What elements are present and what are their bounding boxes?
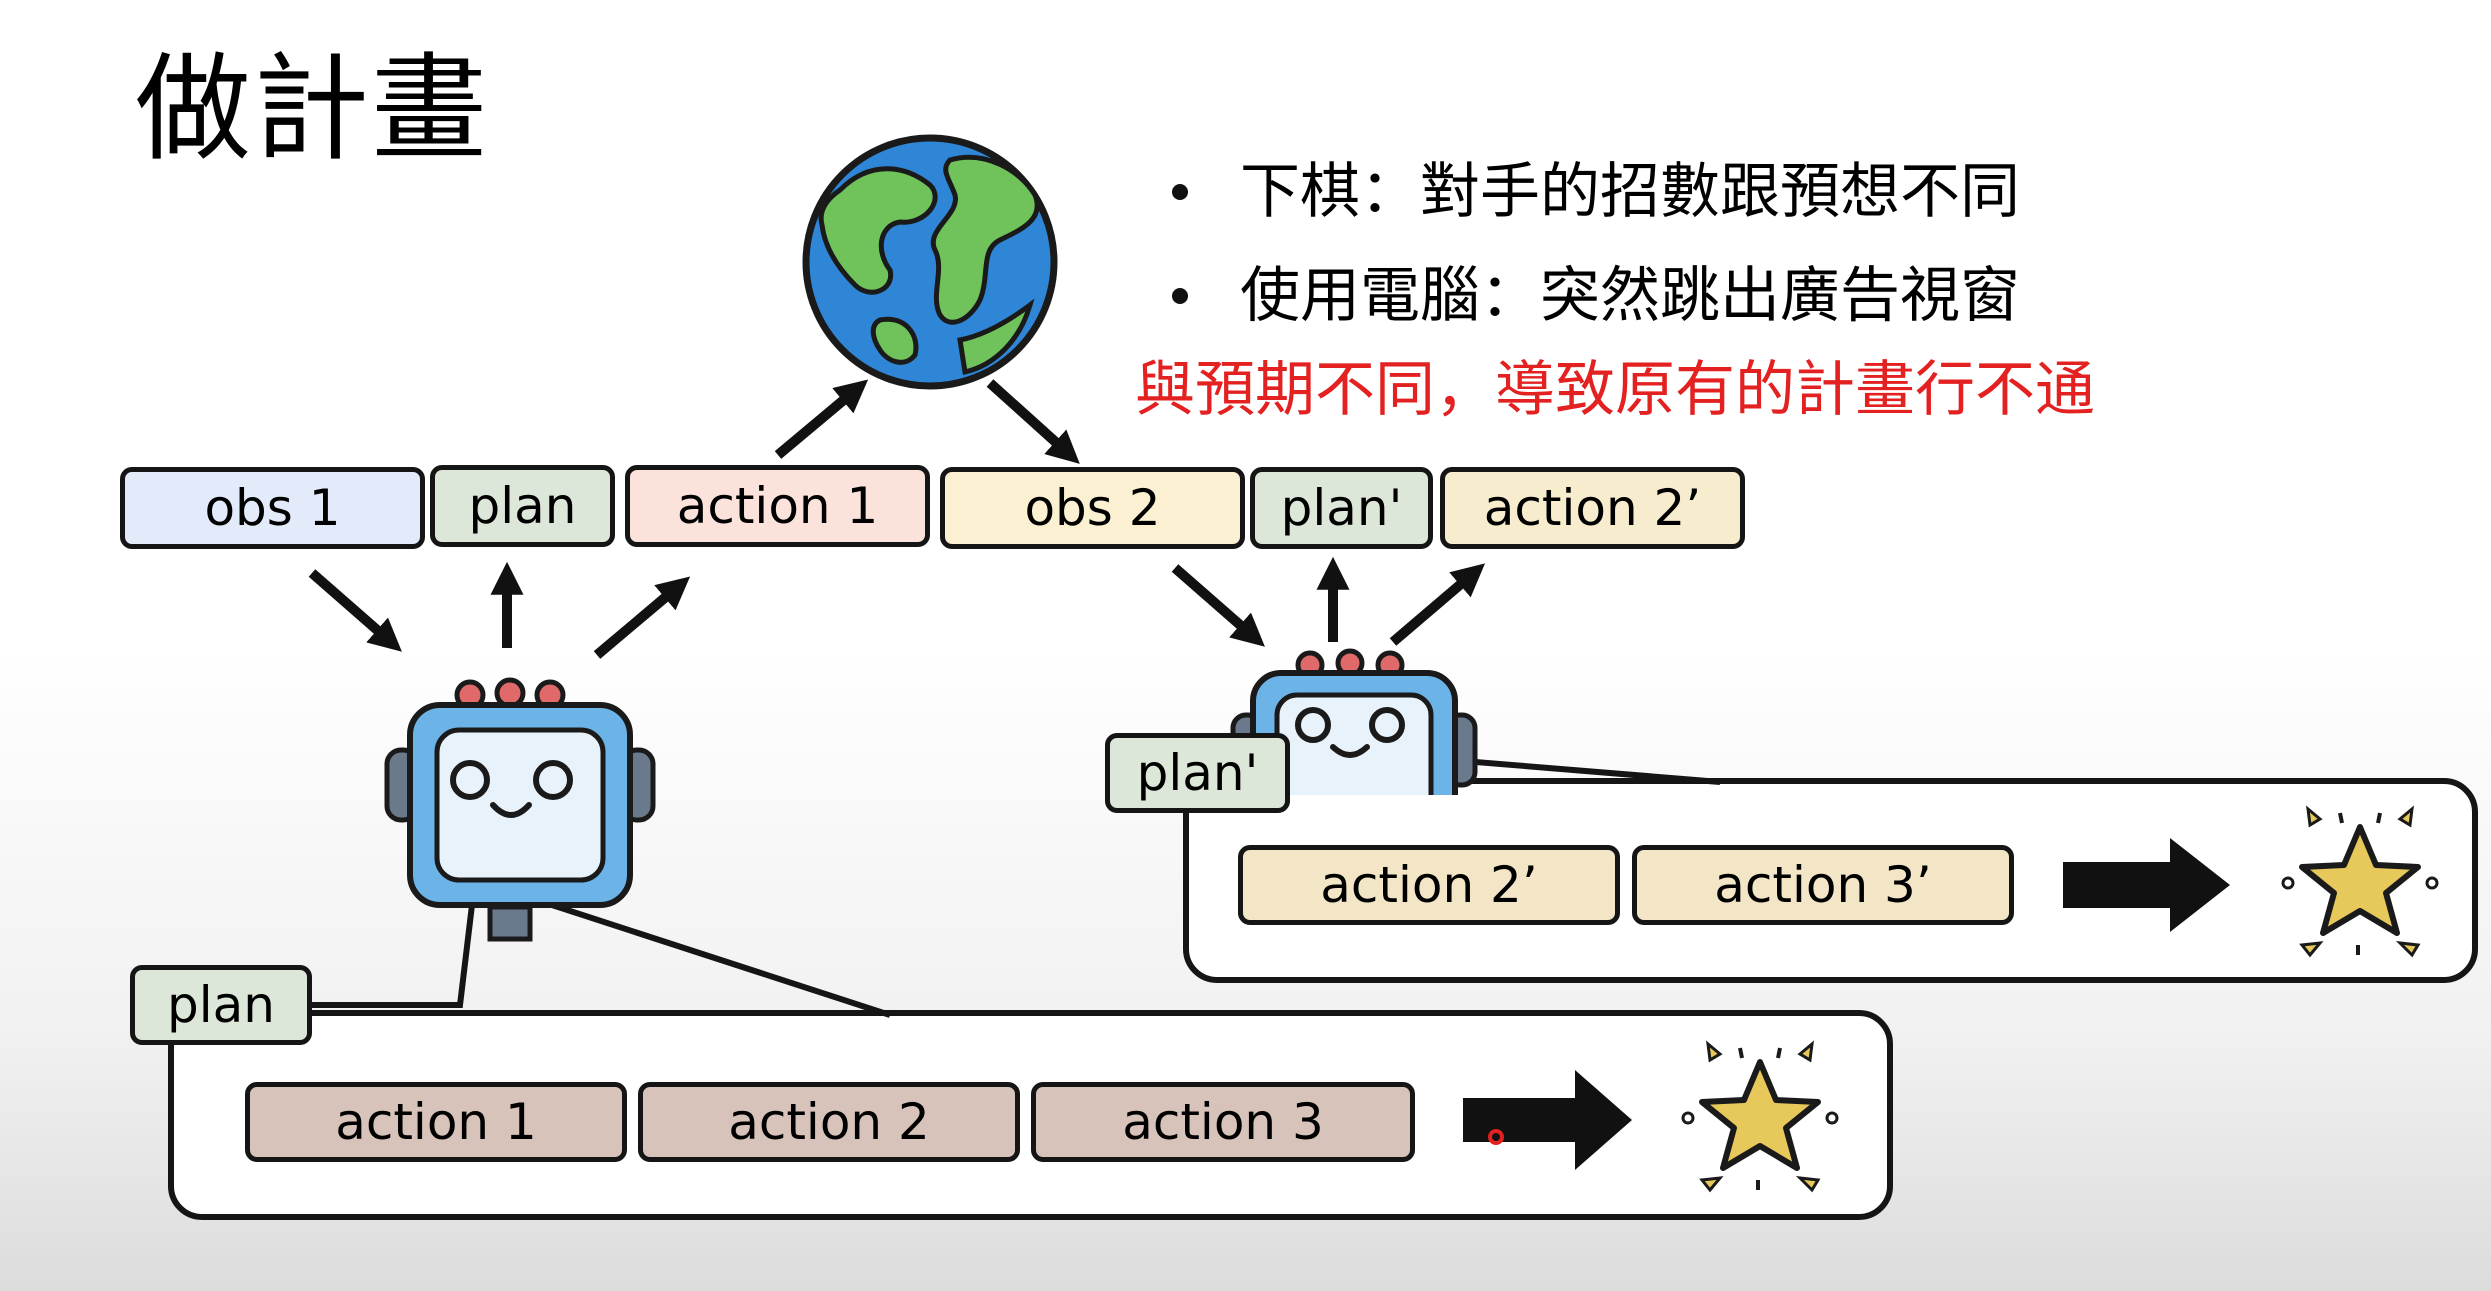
earth-icon (802, 134, 1058, 390)
page-title: 做計畫 (135, 42, 489, 177)
token-plan-prime: plan' (1250, 467, 1433, 549)
bullet-text-computer: 使用電腦：突然跳出廣告視窗 (1240, 261, 2020, 331)
plan-prime-action-3: action 3’ (1632, 845, 2014, 925)
arrow-obs1-to-robot (308, 569, 402, 652)
bullet-item: 使用電腦：突然跳出廣告視窗 (1160, 244, 2020, 348)
arrow-robot-to-action1 (593, 576, 691, 659)
star-icon (1681, 1040, 1839, 1193)
token-obs1: obs 1 (120, 467, 425, 549)
robot-icon (1230, 648, 1478, 795)
token-action1: action 1 (625, 465, 930, 547)
token-action2-prime: action 2’ (1440, 467, 1745, 549)
warning-text: 與預期不同，導致原有的計畫行不通 (1135, 355, 2095, 425)
arrow-right-icon (1463, 1070, 1632, 1170)
bullet-list: 下棋：對手的招數跟預想不同 使用電腦：突然跳出廣告視窗 (1160, 140, 2020, 348)
plan-action-1: action 1 (245, 1082, 627, 1162)
plan-label: plan (130, 965, 312, 1045)
token-plan: plan (430, 465, 615, 547)
plan-prime-label: plan' (1105, 733, 1290, 813)
robot-icon (384, 677, 656, 942)
arrow-robot2-to-action2-prime (1389, 563, 1486, 646)
plan-action-3: action 3 (1031, 1082, 1415, 1162)
plan-callout-line (312, 876, 891, 1018)
arrow-action1-to-earth (774, 379, 869, 459)
bullet-dot-icon (1172, 288, 1188, 304)
bullet-dot-icon (1172, 184, 1188, 200)
bullet-item: 下棋：對手的招數跟預想不同 (1160, 140, 2020, 244)
arrow-right-icon (2063, 838, 2230, 932)
pointer-dot (1488, 1129, 1504, 1145)
star-icon (2281, 805, 2439, 958)
plan-action-2: action 2 (638, 1082, 1020, 1162)
bullet-text-chess: 下棋：對手的招數跟預想不同 (1240, 157, 2020, 227)
token-obs2: obs 2 (940, 467, 1245, 549)
arrow-obs2-to-robot2 (1171, 564, 1265, 647)
plan-prime-action-2: action 2’ (1238, 845, 1620, 925)
arrow-earth-to-obs2 (986, 379, 1080, 464)
